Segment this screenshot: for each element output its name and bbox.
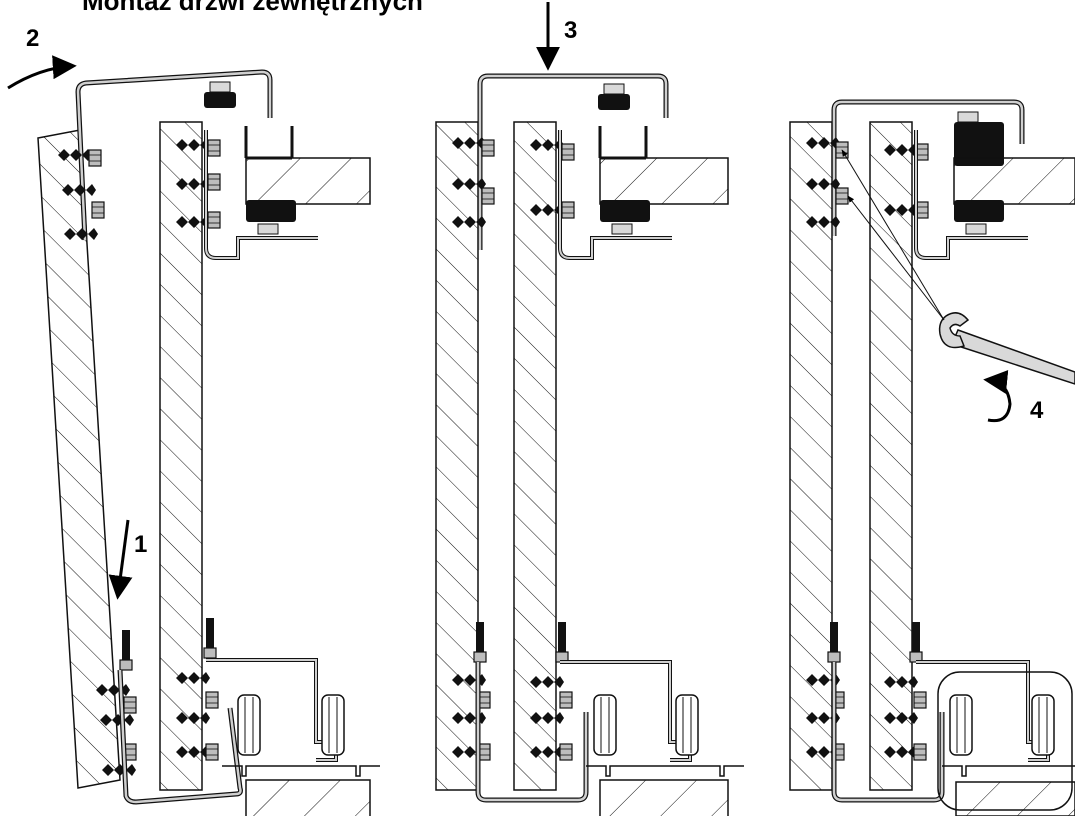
rotate-arrow-step-4 bbox=[983, 369, 1012, 423]
step-label-1: 1 bbox=[134, 531, 147, 558]
panel-step-4 bbox=[789, 99, 1075, 816]
panel-step-3 bbox=[435, 2, 745, 816]
diagram-title: Montaż drzwi zewnętrznych bbox=[82, 0, 423, 16]
wrench-icon bbox=[841, 149, 1075, 385]
detail-highlight bbox=[937, 671, 1073, 811]
arrow-step-2 bbox=[7, 55, 77, 90]
panel-step-1 bbox=[7, 55, 381, 816]
step-label-4: 4 bbox=[1030, 397, 1044, 424]
arrow-step-1 bbox=[108, 519, 133, 600]
step-label-2: 2 bbox=[26, 25, 39, 52]
step-label-3: 3 bbox=[564, 17, 577, 44]
